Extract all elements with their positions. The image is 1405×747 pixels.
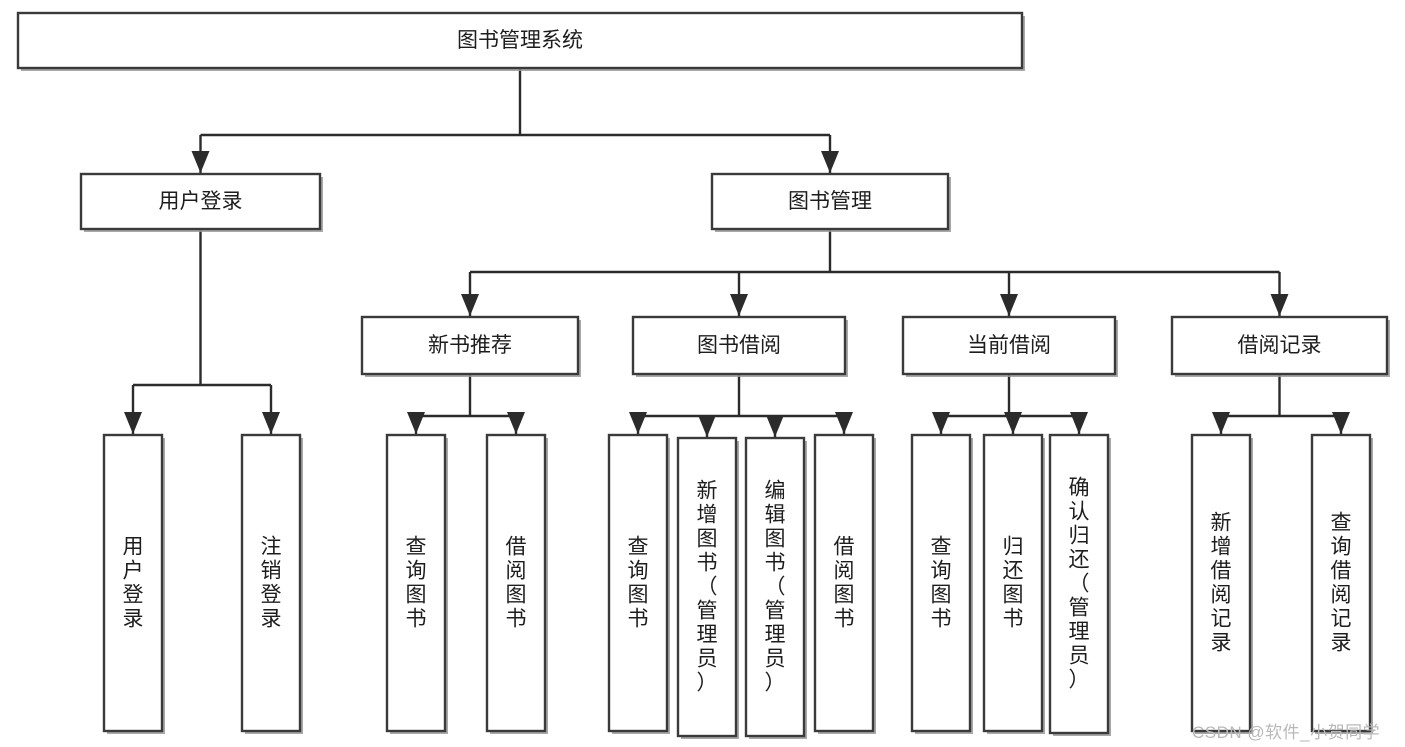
node-level2-1[interactable]: 图书管理	[710, 172, 951, 232]
node-leaf-7[interactable]: 借阅图书	[813, 433, 876, 734]
node-box[interactable]	[982, 433, 1044, 733]
node-label: 借阅图书	[506, 536, 527, 631]
node-box[interactable]	[813, 433, 875, 733]
node-box[interactable]	[240, 433, 302, 733]
arrow-head-icon	[1332, 412, 1350, 434]
node-box[interactable]	[607, 433, 669, 733]
arrow-head-icon	[124, 412, 142, 434]
node-box[interactable]	[710, 172, 950, 231]
arrow-head-icon	[629, 412, 647, 434]
arrow-head-icon	[932, 412, 950, 434]
node-level3-0[interactable]: 新书推荐	[360, 315, 581, 377]
node-leaf-9[interactable]: 归还图书	[982, 433, 1045, 734]
node-leaf-12[interactable]: 查询借阅记录	[1310, 433, 1373, 734]
node-label: 查询图书	[931, 536, 952, 631]
node-box[interactable]	[744, 436, 806, 738]
node-box[interactable]	[360, 315, 580, 376]
arrow-head-icon	[1212, 412, 1230, 434]
node-label: 图书管理系统	[457, 29, 583, 52]
connector-layer	[124, 68, 1350, 437]
node-label: 用户登录	[159, 190, 243, 213]
node-leaf-5[interactable]: 新增图书（管理员）	[676, 436, 739, 739]
arrow-head-icon	[835, 412, 853, 434]
node-box[interactable]	[385, 433, 447, 733]
arrow-head-icon	[1000, 294, 1018, 316]
node-box[interactable]	[16, 11, 1024, 70]
node-label: 新书推荐	[428, 334, 512, 357]
node-label: 新增图书（管理员）	[697, 480, 718, 695]
node-label: 查询图书	[406, 536, 427, 631]
arrow-head-icon	[1070, 412, 1088, 434]
arrow-head-icon	[407, 412, 425, 434]
node-box[interactable]	[910, 433, 972, 733]
arrow-head-icon	[461, 294, 479, 316]
arrow-head-icon	[507, 412, 525, 434]
node-label: 当前借阅	[967, 334, 1051, 357]
node-box[interactable]	[79, 172, 322, 231]
node-level3-1[interactable]: 图书借阅	[631, 315, 848, 377]
arrow-head-icon	[730, 294, 748, 316]
node-label: 借阅图书	[834, 536, 855, 631]
node-leaf-3[interactable]: 借阅图书	[485, 433, 548, 734]
node-box[interactable]	[1048, 433, 1110, 735]
node-leaf-10[interactable]: 确认归还（管理员）	[1048, 433, 1111, 736]
node-leaf-4[interactable]: 查询图书	[607, 433, 670, 734]
csdn-watermark: CSDN @软件_小贺同学	[1192, 723, 1381, 742]
node-label: 图书管理	[788, 190, 872, 213]
node-label: 注销登录	[261, 536, 282, 631]
node-label: 确认归还（管理员）	[1069, 477, 1090, 692]
node-leaf-1[interactable]: 注销登录	[240, 433, 303, 734]
node-label: 归还图书	[1003, 536, 1024, 631]
node-leaf-2[interactable]: 查询图书	[385, 433, 448, 734]
node-box[interactable]	[1170, 315, 1389, 376]
node-leaf-6[interactable]: 编辑图书（管理员）	[744, 436, 807, 739]
node-level2-0[interactable]: 用户登录	[79, 172, 323, 232]
node-label: 查询借阅记录	[1331, 512, 1352, 655]
node-label: 借阅记录	[1238, 334, 1322, 357]
node-label: 查询图书	[628, 536, 649, 631]
node-box[interactable]	[676, 436, 738, 738]
arrow-head-icon	[698, 415, 716, 437]
arrow-head-icon	[262, 412, 280, 434]
node-level3-2[interactable]: 当前借阅	[901, 315, 1118, 377]
node-label: 新增借阅记录	[1211, 512, 1232, 655]
arrow-head-icon	[191, 151, 210, 173]
arrow-head-icon	[821, 151, 839, 173]
node-layer: 图书管理系统用户登录图书管理新书推荐图书借阅当前借阅借阅记录用户登录注销登录查询…	[16, 11, 1390, 739]
node-leaf-0[interactable]: 用户登录	[102, 433, 165, 734]
arrow-head-icon	[1270, 294, 1289, 316]
arrow-head-icon	[1004, 412, 1022, 434]
node-label: 编辑图书（管理员）	[765, 480, 786, 695]
node-box[interactable]	[1190, 433, 1252, 733]
node-box[interactable]	[485, 433, 547, 733]
node-label: 用户登录	[123, 536, 144, 631]
arrow-head-icon	[766, 415, 784, 437]
node-box[interactable]	[901, 315, 1117, 376]
node-label: 图书借阅	[697, 334, 781, 357]
node-level3-3[interactable]: 借阅记录	[1170, 315, 1390, 377]
node-root[interactable]: 图书管理系统	[16, 11, 1025, 71]
node-box[interactable]	[102, 433, 164, 733]
node-box[interactable]	[631, 315, 847, 376]
node-leaf-11[interactable]: 新增借阅记录	[1190, 433, 1253, 734]
node-leaf-8[interactable]: 查询图书	[910, 433, 973, 734]
node-box[interactable]	[1310, 433, 1372, 733]
